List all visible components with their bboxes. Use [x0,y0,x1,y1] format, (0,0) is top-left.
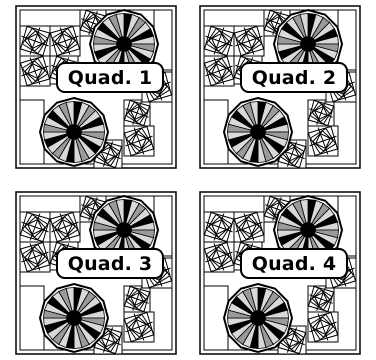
quadrant-3: Quad. 3 [10,188,182,360]
quadrant-4: Quad. 4 [194,188,366,360]
quadrant-label: Quad. 1 [56,62,164,93]
quadrant-1: Quad. 1 [10,2,182,172]
quadrant-label: Quad. 4 [240,248,348,279]
quadrant-label: Quad. 3 [56,248,164,279]
quadrant-2: Quad. 2 [194,2,366,172]
quadrant-label: Quad. 2 [240,62,348,93]
